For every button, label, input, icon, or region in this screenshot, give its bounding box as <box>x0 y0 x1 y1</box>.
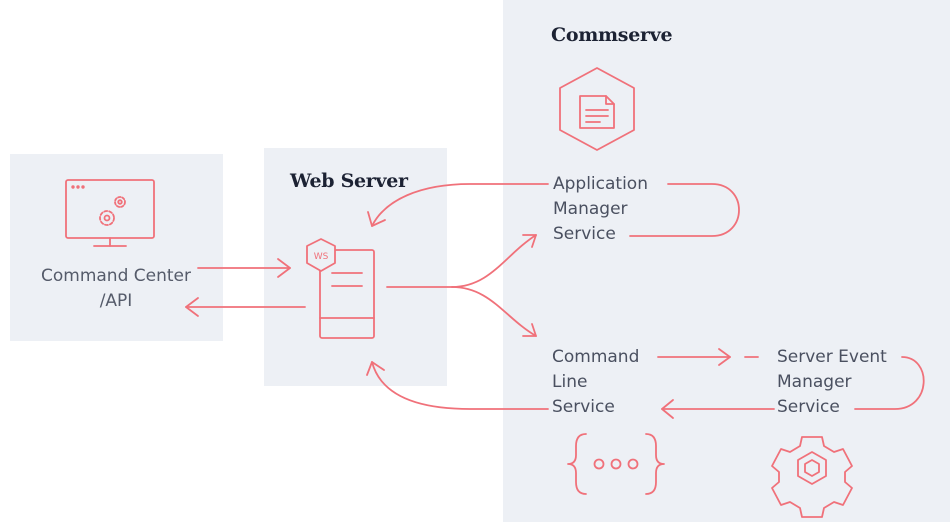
command-center-line-2: /API <box>99 291 133 311</box>
event-manager-line-1: Server Event <box>777 347 887 367</box>
web-server-panel <box>264 148 447 386</box>
ws-badge: WS <box>314 252 329 262</box>
arrow-command-center-to-web-server <box>197 258 291 278</box>
event-manager-service-label: Server Event Manager Service <box>777 345 887 420</box>
app-manager-loop-connector <box>629 183 740 237</box>
web-server-title: Web Server <box>290 170 408 192</box>
arrow-web-server-to-command-center <box>185 297 306 317</box>
arrow-app-manager-to-web-server <box>367 183 549 227</box>
code-braces-icon <box>567 433 665 495</box>
commserve-panel <box>503 0 950 522</box>
event-manager-line-3: Service <box>777 397 840 417</box>
event-manager-line-2: Manager <box>777 372 852 392</box>
command-line-line-3: Service <box>552 397 615 417</box>
arrow-web-server-to-services <box>386 234 537 337</box>
app-manager-line-3: Service <box>553 224 616 244</box>
app-manager-service-label: Application Manager Service <box>553 172 648 247</box>
command-line-line-2: Line <box>552 372 588 392</box>
command-line-service-label: Command Line Service <box>552 345 639 420</box>
app-manager-line-2: Manager <box>553 199 628 219</box>
app-manager-line-1: Application <box>553 174 648 194</box>
arrow-event-manager-to-command-line <box>661 356 925 419</box>
document-hexagon-icon <box>559 67 635 151</box>
command-center-label: Command Center /API <box>16 264 216 314</box>
web-server-icon <box>306 238 375 339</box>
arrow-command-line-to-event-manager <box>657 348 759 366</box>
monitor-gears-icon <box>65 179 155 247</box>
command-center-panel <box>10 154 223 341</box>
command-line-line-1: Command <box>552 347 640 367</box>
commserve-title: Commserve <box>551 24 673 46</box>
arrow-command-line-to-web-server <box>366 361 549 410</box>
command-center-line-1: Command Center <box>41 266 191 286</box>
gear-hexagon-icon <box>771 436 853 518</box>
